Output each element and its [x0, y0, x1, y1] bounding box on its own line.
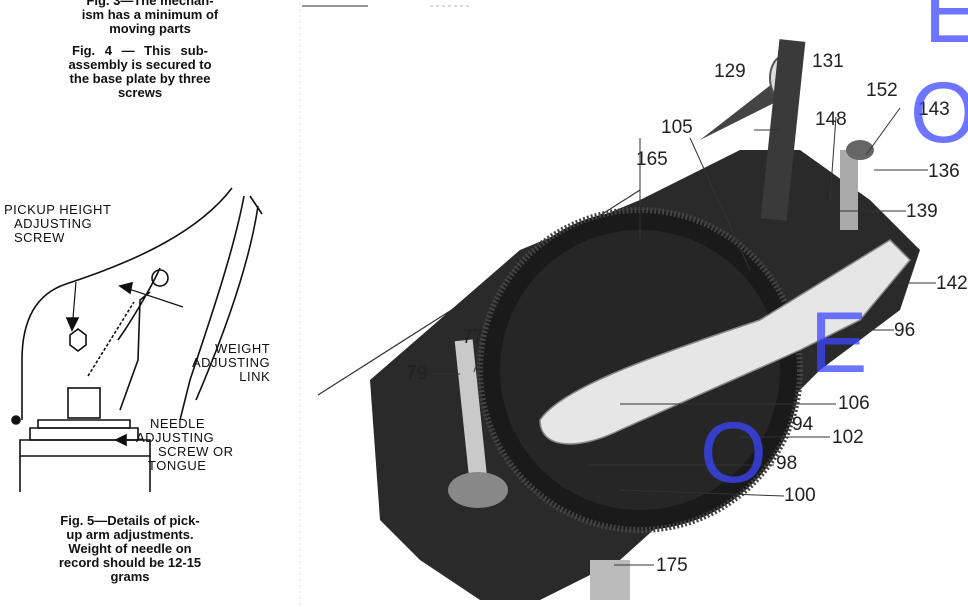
cap-136: [846, 140, 874, 160]
fig5-caption-line: up arm adjustments.: [66, 527, 194, 542]
part-165-label: 165: [636, 149, 668, 170]
needle-screw-label: NEEDLE ADJUSTING SCREW OR TONGUE: [136, 417, 234, 473]
fig3-caption-line: Fig. 3—The mechan-: [86, 0, 214, 8]
post: [454, 339, 488, 481]
part-131-label: 131: [812, 51, 844, 72]
arm-lever: [539, 239, 912, 445]
label-line: SCREW: [14, 230, 65, 245]
label-line: TONGUE: [148, 458, 207, 473]
fig5-caption-line: Weight of needle on: [68, 541, 192, 556]
weight-link-label: WEIGHT ADJUSTING LINK: [186, 342, 270, 384]
fig5-caption-line: record should be 12-15: [58, 555, 202, 570]
part-152-label: 152: [866, 80, 898, 101]
label-line: SCREW OR: [158, 444, 234, 459]
pickup-height-label: PICKUP HEIGHT ADJUSTING SCREW: [4, 203, 111, 245]
fig4-caption-line: assembly is secured to: [68, 57, 212, 72]
label-line: ADJUSTING: [14, 216, 93, 231]
part-175-label: 175: [656, 555, 688, 576]
fig4-caption: Fig. 4 — This sub- assembly is secured t…: [20, 44, 260, 100]
part-105-label: 105: [661, 117, 693, 138]
part-94-label: 94: [792, 414, 814, 435]
fig3-caption-line: ism has a minimum of: [81, 7, 219, 22]
fig4-caption-line: Fig. 4 — This sub-: [72, 43, 208, 58]
part-139-label: 139: [906, 201, 938, 222]
fig4-caption-line: the base plate by three: [69, 71, 211, 86]
bracket-175: [590, 560, 630, 600]
post-base: [448, 472, 508, 508]
part-79-label: 79: [406, 363, 428, 384]
fig3-caption: Fig. 3—The mechan- ism has a minimum of …: [50, 0, 250, 36]
part-77-label: 77: [462, 327, 484, 348]
watermark-letter: O: [910, 65, 968, 161]
part-100-label: 100: [784, 485, 816, 506]
label-line: WEIGHT: [215, 341, 271, 356]
watermark-letter: E: [924, 0, 968, 61]
label-line: ADJUSTING: [136, 430, 215, 445]
fig5-caption-line: Fig. 5—Details of pick-: [60, 513, 200, 528]
part-129-label: 129: [714, 61, 746, 82]
part-143-label: 143: [918, 99, 950, 120]
pillar-143: [840, 150, 858, 230]
fig5-caption: Fig. 5—Details of pick- up arm adjustmen…: [35, 514, 225, 584]
fig3-caption-line: moving parts: [109, 21, 191, 36]
mechanism-photo: [317, 39, 920, 600]
fig4-caption-line: screws: [117, 85, 163, 100]
part-98-label: 98: [776, 453, 798, 474]
part-148-label: 148: [815, 109, 847, 130]
part-136-label: 136: [928, 161, 960, 182]
part-96-label: 96: [894, 320, 916, 341]
label-line: ADJUSTING: [192, 355, 271, 370]
fig5-pickup-drawing: [11, 187, 263, 492]
leader-lines: [434, 107, 936, 566]
watermark-letter: O: [700, 405, 767, 501]
label-line: LINK: [239, 369, 271, 384]
watermark-letter: E: [810, 295, 868, 391]
label-line: PICKUP HEIGHT: [4, 202, 112, 217]
label-line: NEEDLE: [150, 416, 206, 431]
fig5-caption-line: grams: [110, 569, 150, 584]
upright-131: [760, 39, 806, 221]
part-102-label: 102: [832, 427, 864, 448]
part-106-label: 106: [838, 393, 870, 414]
part-142-label: 142: [936, 273, 968, 294]
